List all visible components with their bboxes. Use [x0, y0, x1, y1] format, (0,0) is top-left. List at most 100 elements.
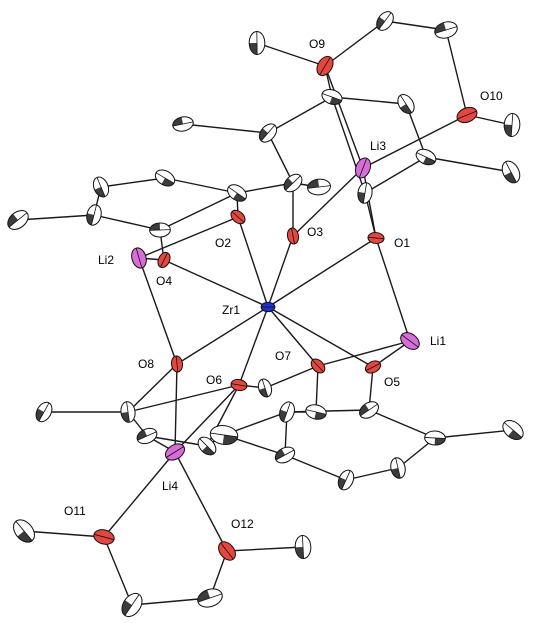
- bond-c19-c14: [164, 177, 238, 194]
- octant-shading: [329, 97, 342, 105]
- atom-c11: [357, 182, 373, 204]
- octant-shading: [137, 429, 147, 441]
- bond-c7-c12: [267, 132, 294, 184]
- bond-zr1-o5: [267, 306, 374, 368]
- atom-c33: [305, 404, 327, 420]
- atom-o2: [230, 209, 246, 225]
- bond-c23-c24: [434, 429, 514, 439]
- atom-o7: [310, 358, 326, 374]
- principal-axis-line: [312, 359, 324, 373]
- label-o5: O5: [384, 375, 400, 389]
- label-o11: O11: [64, 504, 86, 518]
- bond-li2-o8: [138, 257, 178, 365]
- label-o6: O6: [206, 373, 222, 387]
- bond-c3-o10: [445, 29, 468, 116]
- atom-c22: [359, 401, 379, 419]
- label-o12: O12: [231, 517, 254, 531]
- bond-c11-c4: [331, 96, 366, 194]
- bond-c20-o7: [264, 365, 319, 389]
- atom-c9: [415, 148, 437, 166]
- bond-c9-c10: [425, 156, 512, 173]
- bond-o11-c34: [23, 530, 105, 538]
- atom-c28: [209, 425, 239, 445]
- atom-li1: [400, 332, 420, 350]
- atom-o4: [157, 251, 171, 269]
- principal-axis-line: [231, 383, 247, 387]
- atom-c26: [337, 469, 355, 491]
- octant-shading: [232, 193, 246, 202]
- octant-shading: [249, 43, 258, 55]
- atom-o12: [218, 541, 236, 561]
- atom-c10: [501, 160, 521, 184]
- octant-shading: [275, 448, 285, 461]
- atom-c14: [154, 169, 176, 187]
- atom-c6: [503, 113, 521, 137]
- atom-c20: [257, 378, 273, 398]
- octant-shading: [121, 412, 130, 423]
- bond-c33-o7: [315, 365, 319, 413]
- label-o4: O4: [156, 274, 172, 288]
- octant-shading: [17, 531, 33, 543]
- octant-shading: [86, 213, 94, 226]
- bond-o9-c1: [256, 42, 326, 67]
- principal-axis-line: [231, 211, 245, 223]
- bond-c26-c27: [284, 454, 347, 481]
- atom-c30: [120, 401, 136, 423]
- atom-c32: [136, 427, 158, 445]
- octant-shading: [121, 600, 132, 616]
- label-li2: Li2: [98, 253, 114, 267]
- atom-c8: [172, 116, 194, 132]
- octant-shading: [400, 104, 412, 114]
- label-o7: O7: [275, 349, 291, 363]
- octant-shading: [36, 408, 44, 422]
- bond-li3-o9: [324, 65, 364, 169]
- atom-c15: [92, 176, 110, 198]
- principal-axis-line: [365, 362, 381, 372]
- bond-c36-c37: [131, 597, 211, 606]
- bond-o2-li2: [138, 216, 239, 259]
- bond-o9-c2: [324, 20, 386, 67]
- bond-o1-li1: [375, 237, 411, 342]
- octant-shading: [202, 446, 215, 455]
- principal-axis-line: [220, 542, 234, 560]
- atoms-layer: [7, 11, 524, 618]
- octant-shading: [259, 128, 268, 141]
- label-o3: O3: [307, 225, 323, 239]
- octant-shading: [314, 412, 327, 420]
- atom-o6: [230, 378, 248, 392]
- octant-shading: [222, 435, 238, 445]
- bond-o8-li4: [174, 363, 178, 453]
- atom-c3: [434, 21, 458, 39]
- atom-c16: [86, 204, 102, 226]
- label-li4: Li4: [162, 479, 178, 493]
- bond-zr1-o6: [238, 306, 269, 386]
- octant-shading: [149, 222, 160, 231]
- bond-c29-c32: [146, 435, 208, 447]
- bond-c4-c7: [267, 96, 333, 134]
- atom-c1: [248, 31, 266, 55]
- atom-c35: [294, 535, 312, 559]
- atom-o1: [367, 232, 385, 244]
- bond-li1-o7: [317, 340, 411, 367]
- bond-o12-c35: [226, 546, 304, 552]
- atom-li2: [131, 247, 147, 269]
- octant-shading: [504, 124, 512, 137]
- bond-zr1-o1: [267, 237, 377, 308]
- octant-shading: [357, 191, 365, 204]
- bond-c14-c15: [100, 177, 166, 188]
- octant-shading: [504, 172, 517, 183]
- atom-o11: [93, 529, 115, 545]
- atom-li3: [354, 157, 372, 179]
- label-li3: Li3: [370, 139, 386, 153]
- principal-axis-line: [160, 252, 168, 268]
- octant-shading: [172, 117, 183, 127]
- atom-c17: [7, 210, 29, 230]
- octant-shading: [507, 430, 522, 440]
- bond-c4-c5: [331, 96, 407, 105]
- octant-shading: [161, 178, 174, 186]
- principal-axis-line: [93, 533, 115, 541]
- bond-li3-o10: [362, 114, 468, 169]
- atom-c34: [13, 519, 35, 543]
